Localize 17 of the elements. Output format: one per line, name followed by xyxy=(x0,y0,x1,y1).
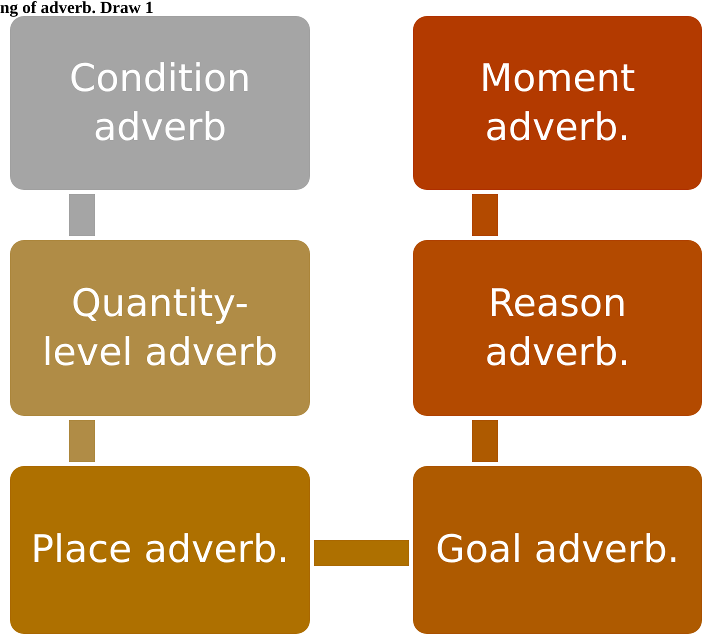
box-label: Place adverb. xyxy=(30,526,290,574)
category-box xyxy=(10,466,310,634)
connector-bar xyxy=(69,194,95,236)
category-box xyxy=(10,240,310,416)
title: ng of adverb. Draw 1 xyxy=(0,0,154,18)
box-label: Condition adverb xyxy=(68,54,252,151)
box-label: Moment adverb. xyxy=(478,54,636,151)
category-box xyxy=(413,240,702,416)
box-label: Goal adverb. xyxy=(436,526,680,574)
connector-bar xyxy=(472,420,498,462)
connector-bar xyxy=(314,540,409,566)
category-box xyxy=(413,466,702,634)
box-label: Reason adverb. xyxy=(484,280,632,376)
category-box xyxy=(10,16,310,190)
connector-bar xyxy=(69,420,95,462)
category-box xyxy=(413,16,702,190)
box-label: Quantity- level adverb xyxy=(41,280,279,376)
